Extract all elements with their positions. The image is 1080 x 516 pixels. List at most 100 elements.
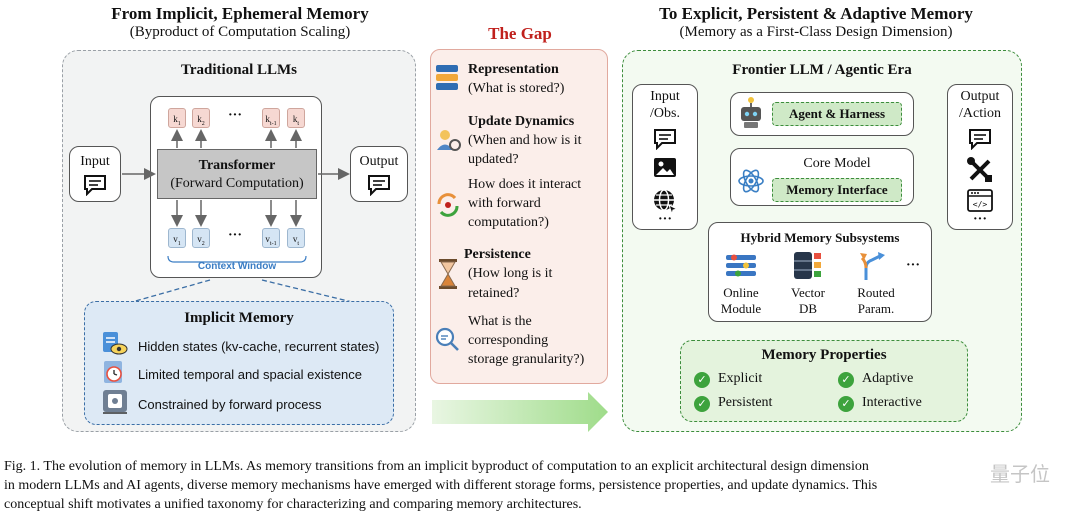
transformer-title: Transformer [198, 158, 276, 173]
gap-panel [430, 49, 608, 384]
output-ellipsis: ··· [972, 212, 987, 227]
input-obs-label-2: /Obs. [650, 106, 680, 121]
subsystem-routed-line-2: Param. [857, 301, 895, 316]
prop-persistent: Persistent [718, 395, 773, 410]
caption-line-1: Fig. 1. The evolution of memory in LLMs.… [4, 459, 869, 474]
subsystem-online-line-1: Online [723, 285, 759, 300]
transformer-subtitle: (Forward Computation) [170, 176, 304, 191]
prop-interactive: Interactive [862, 395, 922, 410]
user-gear-icon [437, 130, 461, 151]
clock-icon [104, 361, 122, 383]
cycle-arrows-icon [437, 193, 459, 217]
gap-item-update-line-1: (When and how is it [468, 133, 582, 148]
subsystem-ellipsis: ··· [906, 258, 921, 273]
output-box [350, 146, 408, 202]
memory-properties-title: Memory Properties [761, 347, 887, 363]
implicit-item-2: Limited temporal and spacial existence [138, 367, 363, 382]
caption-line-3: conceptual shift motivates a unified tax… [4, 497, 582, 512]
k-token-t-1: kt-1 [262, 108, 280, 128]
check-icon: ✓ [838, 372, 854, 388]
subsystem-vector-line-2: DB [798, 301, 818, 316]
gap-item-representation-line: (What is stored?) [468, 81, 565, 96]
check-icon: ✓ [694, 372, 710, 388]
traditional-llms-title: Traditional LLMs [181, 62, 297, 78]
chat-icon [368, 175, 390, 196]
image-icon [654, 158, 676, 177]
k-token-1: k1 [168, 108, 186, 128]
gap-item-granularity-line-3: storage granularity?) [468, 352, 585, 367]
caption-line-2: in modern LLMs and AI agents, diverse me… [4, 478, 878, 493]
core-model-label: Core Model [803, 156, 871, 171]
right-subtitle: (Memory as a First-Class Design Dimensio… [679, 24, 953, 40]
prop-adaptive: Adaptive [862, 371, 914, 386]
hybrid-memory-title: Hybrid Memory Subsystems [740, 230, 900, 245]
k-ellipsis: ··· [228, 108, 243, 123]
right-title: To Explicit, Persistent & Adaptive Memor… [659, 4, 973, 23]
gap-item-persistence-line-2: retained? [468, 286, 520, 301]
implicit-memory-box [84, 301, 394, 425]
v-token-2: v2 [192, 228, 210, 248]
implicit-memory-title: Implicit Memory [184, 310, 294, 326]
agent-harness-label: Agent & Harness [772, 102, 902, 126]
online-module-icon [726, 254, 756, 277]
lock-chip-icon [103, 390, 127, 414]
subsystem-routed-line-1: Routed [857, 285, 895, 300]
robot-icon [741, 97, 761, 128]
gap-item-interact-line-2: with forward [468, 196, 541, 211]
input-obs-label-1: Input [650, 89, 680, 104]
chat-icon [969, 129, 991, 150]
subsystem-online-line-2: Module [720, 301, 762, 316]
search-icon [435, 327, 459, 351]
gap-item-persistence-head: Persistence [464, 247, 531, 262]
gap-item-persistence-line-1: (How long is it [468, 266, 553, 281]
v-token-t: vt [287, 228, 305, 248]
database-grid-icon [436, 65, 458, 90]
hourglass-icon [439, 259, 457, 289]
globe-icon [654, 189, 678, 214]
context-window-label: Context Window [197, 261, 277, 272]
gap-item-interact-line-3: computation?) [468, 215, 549, 230]
gap-item-granularity-line-1: What is the [468, 314, 532, 329]
memory-interface-label: Memory Interface [772, 178, 902, 202]
output-action-label-2: /Action [959, 106, 1001, 121]
input-ellipsis: ··· [657, 212, 672, 227]
code-icon-text: </> [973, 200, 988, 209]
gap-item-interact-line-1: How does it interact [468, 177, 582, 192]
frontier-title: Frontier LLM / Agentic Era [732, 62, 912, 78]
chat-icon [84, 175, 106, 196]
implicit-item-1: Hidden states (kv-cache, recurrent state… [138, 339, 380, 354]
transformer-block [157, 149, 317, 199]
output-action-label-1: Output [960, 89, 1000, 104]
v-token-1: v1 [168, 228, 186, 248]
document-eye-icon [103, 332, 128, 355]
routed-param-icon [860, 252, 885, 280]
watermark: 量子位 [990, 462, 1050, 486]
prop-explicit: Explicit [718, 371, 763, 386]
memory-properties-box [680, 340, 968, 422]
gap-item-representation-head: Representation [468, 62, 559, 77]
gap-item-update-line-2: updated? [468, 152, 519, 167]
tools-icon [967, 157, 992, 182]
subsystem-vector-line-1: Vector [791, 285, 825, 300]
output-action-box [947, 84, 1013, 230]
input-label: Input [80, 154, 110, 169]
check-icon: ✓ [838, 396, 854, 412]
figure-caption: Fig. 1. The evolution of memory in LLMs.… [4, 457, 1076, 514]
left-title: From Implicit, Ephemeral Memory [111, 4, 369, 23]
v-token-t-1: vt-1 [262, 228, 280, 248]
vector-db-icon [794, 252, 821, 279]
v-ellipsis: ··· [228, 228, 243, 243]
code-window-icon: </> [967, 189, 993, 212]
output-label: Output [359, 154, 399, 169]
k-token-2: k2 [192, 108, 210, 128]
chat-icon [654, 129, 676, 150]
gap-item-update-head: Update Dynamics [468, 114, 575, 129]
gap-title: The Gap [488, 24, 552, 43]
gap-item-granularity-line-2: corresponding [468, 333, 549, 348]
implicit-item-3: Constrained by forward process [138, 397, 322, 412]
k-token-t: kt [287, 108, 305, 128]
atom-icon [738, 169, 764, 193]
check-icon: ✓ [694, 396, 710, 412]
input-box [69, 146, 121, 202]
left-subtitle: (Byproduct of Computation Scaling) [129, 24, 351, 40]
